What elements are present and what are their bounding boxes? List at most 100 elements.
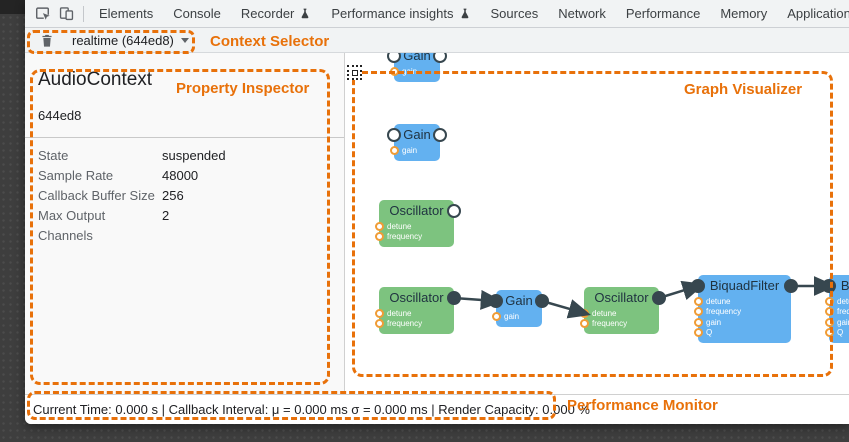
param-row: gain (389, 66, 440, 77)
input-port (691, 279, 705, 293)
devtools-tab-bar: Elements Console Recorder Performance insig… (25, 0, 849, 28)
param-label: frequency (387, 232, 423, 241)
param-label: frequency (592, 319, 628, 328)
tab-performance-insights[interactable]: Performance insights (321, 0, 480, 27)
tab-label: Console (173, 6, 221, 21)
param-port-gain (824, 317, 834, 327)
inspector-divider (25, 137, 344, 138)
param-port-gain (693, 317, 703, 327)
param-row: frequency (693, 307, 791, 318)
tab-label: Sources (490, 6, 539, 21)
param-port-frequency (824, 307, 834, 316)
tab-memory[interactable]: Memory (710, 0, 777, 27)
param-label: gain (504, 311, 520, 321)
param-label: detune (837, 296, 849, 306)
toggle-device-toolbar-button[interactable] (54, 3, 78, 25)
param-row: Q (693, 328, 791, 339)
param-row: frequency (824, 307, 849, 318)
tab-sources[interactable]: Sources (481, 0, 549, 27)
param-port-gain (389, 145, 399, 155)
param-row: detune (374, 308, 454, 319)
param-port-detune (374, 308, 384, 318)
param-row: detune (693, 296, 791, 307)
node-title: BiquadFilter (709, 278, 780, 293)
param-row: frequency (579, 319, 659, 330)
audio-node-gain-1[interactable]: Gain gain (387, 53, 447, 82)
performance-monitor-text: Current Time: 0.000 s | Callback Interva… (33, 402, 590, 417)
param-label: gain (402, 66, 418, 76)
context-title: AudioContext (38, 69, 153, 90)
param-row: detune (824, 296, 849, 307)
tab-label: Network (558, 6, 606, 21)
output-port (535, 294, 549, 308)
tab-recorder[interactable]: Recorder (231, 0, 321, 27)
output-port (652, 291, 666, 305)
devtools-window: Elements Console Recorder Performance insig… (25, 0, 849, 424)
window-corner (0, 0, 25, 14)
tab-label: Elements (99, 6, 154, 21)
delete-context-button[interactable] (35, 29, 59, 51)
param-row: gain (491, 311, 542, 322)
param-row: detune (374, 221, 454, 232)
context-selector-dropdown[interactable]: realtime (644ed8) (72, 33, 189, 48)
input-port (387, 128, 401, 142)
context-id: 644ed8 (38, 108, 82, 123)
context-selector-value: realtime (644ed8) (72, 32, 174, 48)
tab-application[interactable]: Application (777, 0, 849, 27)
param-label: frequency (837, 307, 849, 316)
property-label: State (38, 148, 69, 163)
input-port (822, 279, 836, 293)
param-label: detune (706, 296, 731, 306)
param-label: detune (387, 221, 412, 231)
output-port (447, 204, 461, 218)
node-title: Gain (403, 53, 431, 63)
param-port-frequency (374, 232, 384, 241)
trash-icon (42, 34, 52, 47)
param-port-gain (491, 311, 501, 321)
property-label: Sample Rate (38, 168, 114, 183)
param-row: gain (693, 317, 791, 328)
inspect-cursor-icon (35, 7, 50, 20)
tab-label: Performance insights (331, 6, 454, 21)
tab-label: Recorder (240, 6, 295, 21)
output-port (447, 291, 461, 305)
device-toolbar-icon (59, 7, 73, 21)
param-port-detune (693, 296, 703, 306)
param-label: frequency (706, 307, 742, 316)
property-value: 2 (162, 208, 170, 223)
tab-performance[interactable]: Performance (616, 0, 710, 27)
output-port (784, 279, 798, 293)
annotation-anchor-handle (347, 65, 362, 80)
tab-elements[interactable]: Elements (89, 0, 163, 27)
param-row: gain (824, 317, 849, 328)
param-port-gain (389, 66, 399, 76)
performance-monitor-bar: Current Time: 0.000 s | Callback Interva… (25, 394, 849, 424)
node-title: Oscillator (594, 290, 649, 305)
param-label: Q (837, 328, 844, 337)
tab-console[interactable]: Console (163, 0, 231, 27)
param-label: gain (837, 317, 849, 327)
toolbar-separator (83, 5, 84, 22)
node-title: Oscillator (389, 203, 444, 218)
inspect-element-button[interactable] (30, 3, 54, 25)
tab-network[interactable]: Network (548, 0, 616, 27)
param-row: gain (389, 145, 440, 156)
output-port (433, 128, 447, 142)
tab-label: Memory (720, 6, 768, 21)
param-label: frequency (387, 319, 423, 328)
tab-list: Elements Console Recorder Performance insig… (89, 0, 849, 27)
param-port-Q (824, 328, 834, 337)
output-port (433, 53, 447, 63)
param-port-detune (824, 296, 834, 306)
